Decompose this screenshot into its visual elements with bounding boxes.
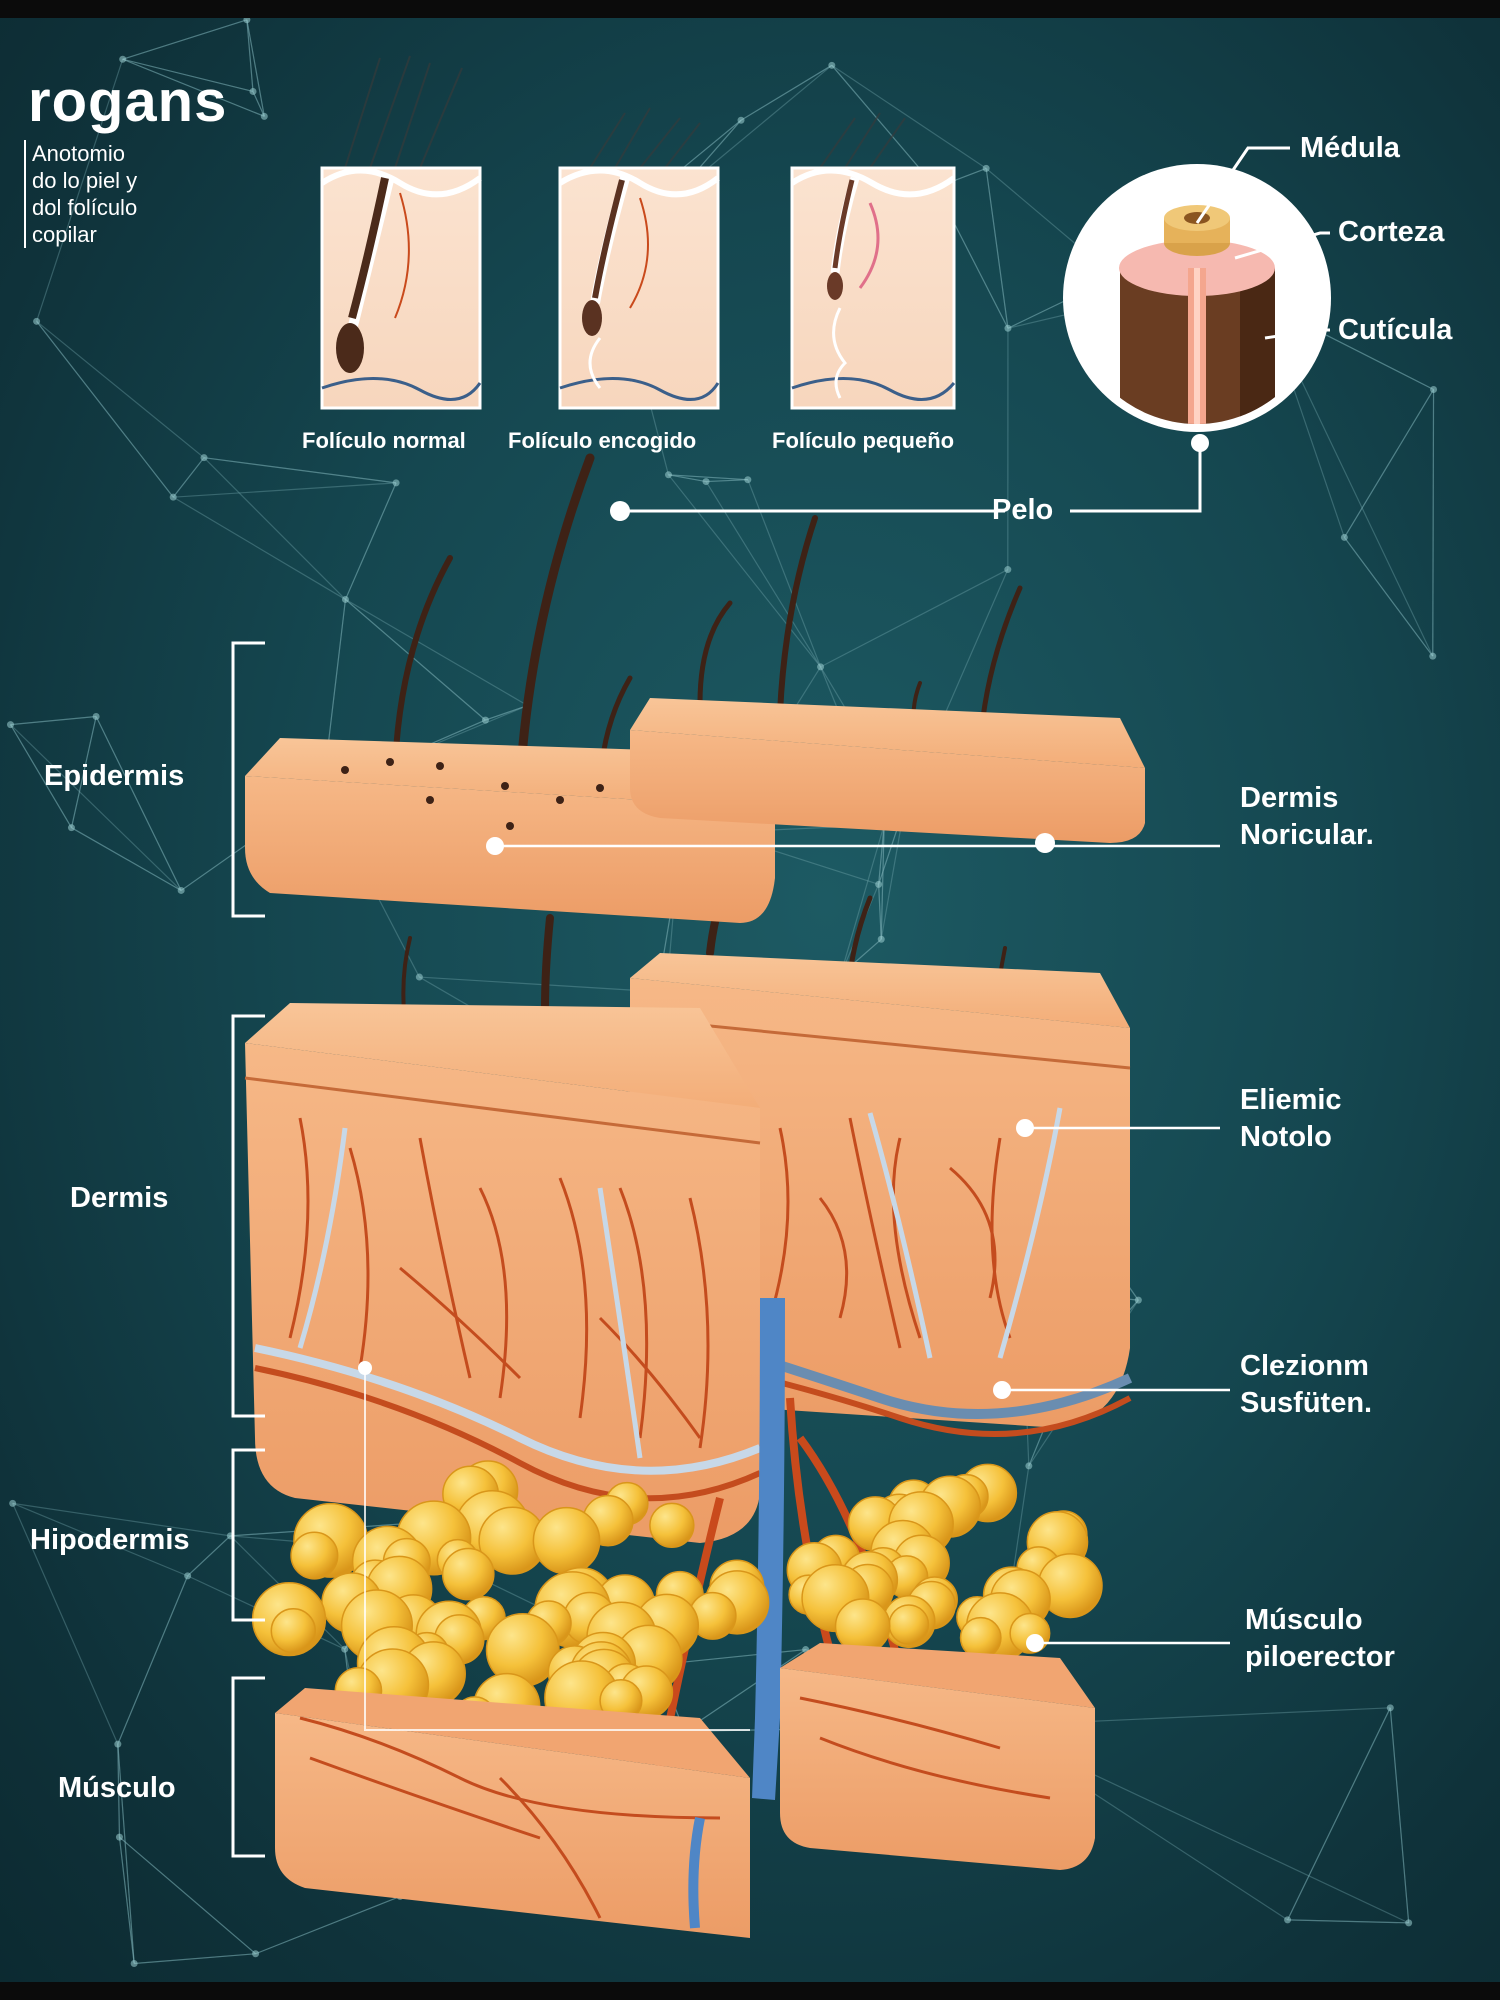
fat-cell xyxy=(291,1532,338,1579)
callout-line: Eliemic xyxy=(1240,1082,1342,1119)
fat-cell xyxy=(961,1618,1001,1658)
brand-title: rogans xyxy=(28,68,227,135)
label-medula: Médula xyxy=(1300,130,1400,167)
callout-line: piloerector xyxy=(1245,1639,1395,1676)
subtitle-line: do lo piel y xyxy=(32,167,202,194)
caption-follicle-small: Folículo pequeño xyxy=(772,428,954,454)
label-pelo: Pelo xyxy=(992,492,1053,529)
label-musculo: Músculo xyxy=(58,1770,176,1807)
fat-cell xyxy=(889,1605,928,1644)
label-dermis-reticular: Dermis Noricular. xyxy=(1240,780,1374,854)
label-dermis-papilar: Eliemic Notolo xyxy=(1240,1082,1342,1156)
label-epidermis: Epidermis xyxy=(44,758,184,795)
callout-line: Noricular. xyxy=(1240,817,1374,854)
muscle-block-right xyxy=(780,1643,1095,1870)
follicle-panel-small xyxy=(792,113,954,408)
label-dermis: Dermis xyxy=(70,1180,168,1217)
dermis-block-left xyxy=(245,1003,760,1543)
fat-cell xyxy=(533,1508,599,1574)
follicle-panel-shrunk xyxy=(560,108,718,408)
skin-cross-section xyxy=(0,18,1500,1982)
diagram-canvas: rogans Anotomio do lo piel y dol folícul… xyxy=(0,18,1500,1982)
diagram-subtitle: Anotomio do lo piel y dol folículo copil… xyxy=(24,140,202,248)
caption-follicle-normal: Folículo normal xyxy=(302,428,466,454)
label-hipodermis: Hipodermis xyxy=(30,1522,190,1559)
follicle-panel-normal xyxy=(322,56,480,408)
fat-cell xyxy=(271,1609,315,1653)
label-cuticula: Cutícula xyxy=(1338,312,1452,349)
label-corteza: Corteza xyxy=(1338,214,1444,251)
fat-cell xyxy=(650,1503,694,1547)
subtitle-line: copilar xyxy=(32,221,202,248)
hair-shaft-detail xyxy=(1063,164,1331,438)
caption-follicle-shrunk: Folículo encogido xyxy=(508,428,696,454)
callout-line: Clezionm xyxy=(1240,1348,1372,1385)
callout-line: Dermis xyxy=(1240,780,1374,817)
callout-line: Notolo xyxy=(1240,1119,1342,1156)
callout-line: Susfüten. xyxy=(1240,1385,1372,1422)
subtitle-line: Anotomio xyxy=(32,140,202,167)
muscle-block-left xyxy=(275,1688,750,1938)
callout-line: Músculo xyxy=(1245,1602,1395,1639)
subtitle-line: dol folículo xyxy=(32,194,202,221)
label-glandula: Clezionm Susfüten. xyxy=(1240,1348,1372,1422)
label-musculo-piloerector: Músculo piloerector xyxy=(1245,1602,1395,1676)
fat-cell xyxy=(443,1548,494,1599)
